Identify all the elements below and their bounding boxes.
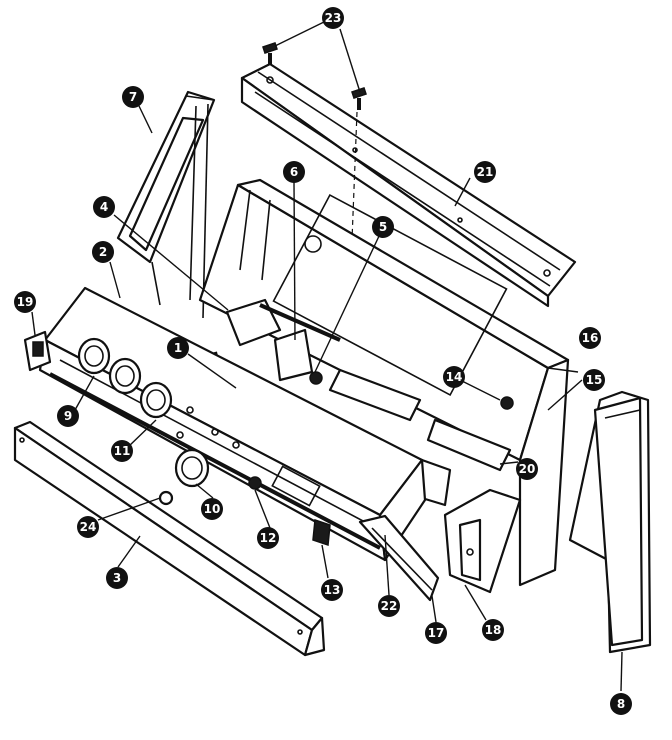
callout-12: 12: [257, 527, 279, 549]
callout-18: 18: [482, 619, 504, 641]
callout-7: 7: [122, 86, 144, 108]
svg-text:20: 20: [519, 462, 536, 476]
lower-trim-strip: [13, 420, 326, 657]
svg-text:17: 17: [428, 626, 445, 640]
svg-text:8: 8: [617, 697, 625, 711]
callout-13: 13: [321, 579, 343, 601]
upper-side-bracket: [116, 90, 216, 319]
callout-4: 4: [93, 196, 115, 218]
callout-9: 9: [57, 405, 79, 427]
svg-text:4: 4: [100, 200, 108, 214]
callout-6: 6: [283, 161, 305, 183]
leader-lines: [31, 20, 623, 692]
svg-text:21: 21: [477, 165, 494, 179]
svg-text:18: 18: [485, 623, 502, 637]
control-knobs: [77, 337, 262, 490]
control-panel: [38, 286, 427, 562]
callout-23: 23: [322, 7, 344, 29]
callout-24: 24: [77, 516, 99, 538]
svg-text:5: 5: [379, 220, 387, 234]
svg-text:1: 1: [174, 341, 182, 355]
screws: [262, 42, 367, 241]
top-trim-bracket: [240, 62, 577, 308]
callout-14: 14: [443, 366, 465, 388]
callout-11: 11: [111, 440, 133, 462]
callout-3: 3: [106, 567, 128, 589]
callout-21: 21: [474, 161, 496, 183]
callout-17: 17: [425, 622, 447, 644]
callout-22: 22: [378, 595, 400, 617]
callout-16: 16: [579, 327, 601, 349]
svg-text:11: 11: [114, 444, 131, 458]
svg-text:6: 6: [290, 165, 298, 179]
svg-text:24: 24: [80, 520, 97, 534]
callout-8: 8: [610, 693, 632, 715]
svg-text:23: 23: [325, 11, 342, 25]
svg-text:15: 15: [586, 373, 603, 387]
callout-1: 1: [167, 337, 189, 359]
svg-text:16: 16: [582, 331, 599, 345]
callout-10: 10: [201, 498, 223, 520]
side-trim: [568, 390, 652, 654]
svg-text:14: 14: [446, 370, 463, 384]
callout-19: 19: [14, 291, 36, 313]
switch: [23, 330, 52, 372]
svg-text:22: 22: [381, 599, 398, 613]
lower-rear-strip: [358, 514, 440, 602]
svg-text:10: 10: [204, 502, 221, 516]
svg-text:12: 12: [260, 531, 277, 545]
callout-15: 15: [583, 369, 605, 391]
svg-text:19: 19: [17, 295, 34, 309]
svg-text:13: 13: [324, 583, 341, 597]
svg-text:2: 2: [99, 245, 107, 259]
svg-text:7: 7: [129, 90, 137, 104]
callout-20: 20: [516, 458, 538, 480]
callout-5: 5: [372, 216, 394, 238]
rear-body-panel: [198, 178, 570, 587]
right-side-bracket: [443, 488, 522, 594]
svg-text:3: 3: [113, 571, 121, 585]
svg-text:9: 9: [64, 409, 72, 423]
callout-2: 2: [92, 241, 114, 263]
